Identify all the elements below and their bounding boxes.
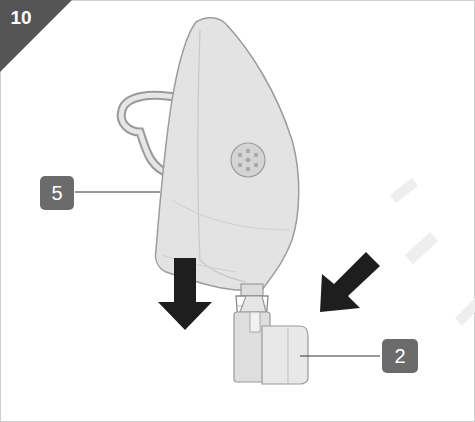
- callout-number: 5: [40, 176, 74, 210]
- mask-fold: [198, 30, 246, 282]
- arrow-down: [158, 258, 212, 330]
- leader-line: [300, 356, 380, 357]
- step-number: 10: [6, 6, 36, 30]
- cup-nozzle: [240, 296, 266, 312]
- mask-body: [155, 18, 298, 290]
- valve-holes: [238, 149, 258, 171]
- cup-seam: [288, 328, 289, 383]
- step-corner: [0, 0, 72, 72]
- mask-edge: [172, 200, 290, 230]
- mask-rim: [162, 255, 236, 272]
- arrow-diagonal: [320, 252, 380, 312]
- cup-slot: [250, 312, 260, 332]
- cup-body: [262, 326, 308, 384]
- mask-valve: [231, 143, 265, 177]
- watermark-strokes: [390, 178, 475, 326]
- leader-line: [75, 192, 160, 193]
- mask-neck: [241, 284, 263, 296]
- callout-number: 2: [382, 339, 418, 373]
